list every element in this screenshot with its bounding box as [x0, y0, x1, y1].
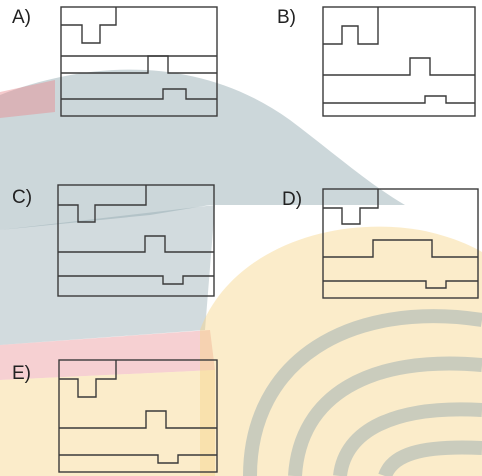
option-c-label: C) [12, 187, 33, 208]
option-b-label: B) [277, 7, 296, 28]
option-b-figure[interactable] [320, 6, 478, 118]
option-a-label: A) [12, 7, 31, 28]
option-c-figure[interactable] [55, 184, 217, 298]
option-a-figure[interactable] [58, 6, 220, 118]
option-d-label: D) [282, 189, 303, 210]
option-d-figure[interactable] [320, 188, 482, 300]
option-e-figure[interactable] [56, 359, 220, 475]
option-e-label: E) [12, 363, 31, 384]
